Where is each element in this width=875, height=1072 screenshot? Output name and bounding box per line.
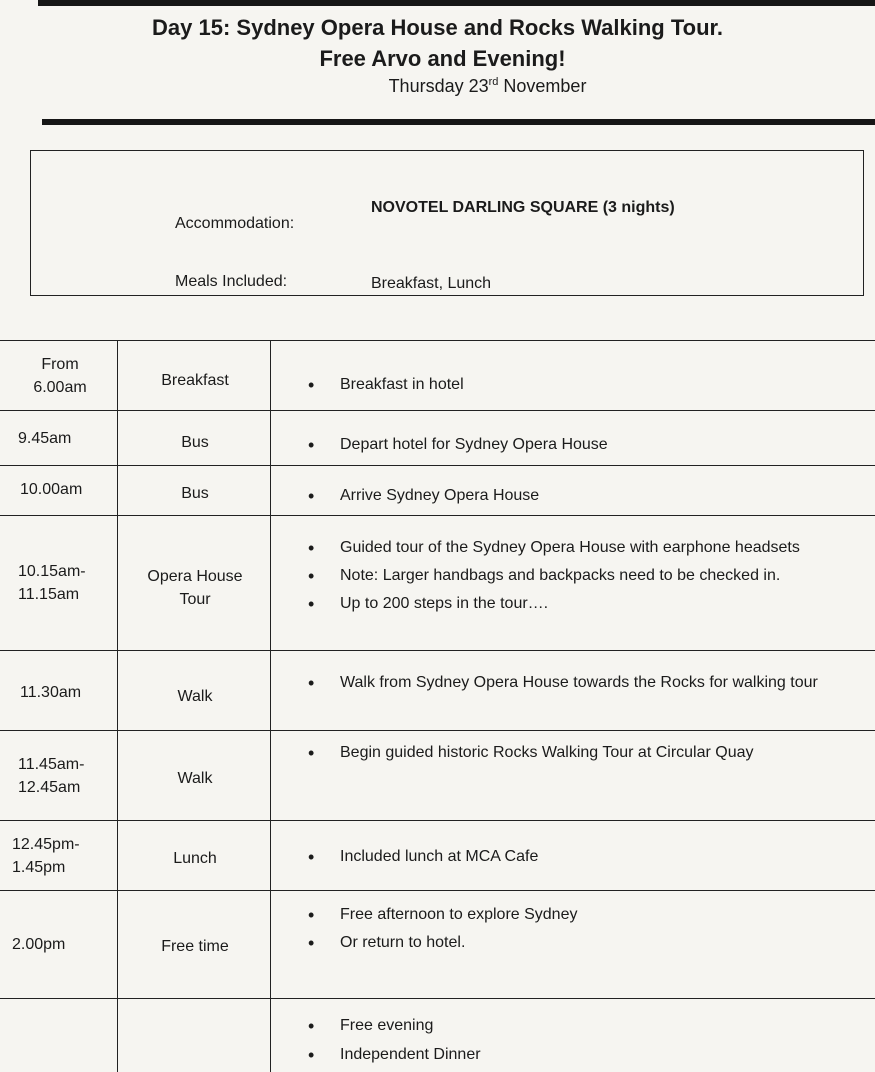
row-activity-line-1: Free time — [161, 938, 229, 955]
row-time: 11.45am- 12.45am — [18, 753, 118, 799]
column-divider-activity — [270, 341, 271, 1072]
row-time-line-1: 12.45pm- — [12, 836, 80, 853]
table-row: From 6.00am Breakfast Breakfast in hotel — [0, 341, 875, 411]
list-item: Guided tour of the Sydney Opera House wi… — [300, 534, 810, 562]
column-divider-time — [117, 341, 118, 1072]
row-time-line-1: From — [41, 356, 79, 373]
row-notes: Free afternoon to explore Sydney Or retu… — [300, 901, 875, 957]
list-item: Note: Larger handbags and backpacks need… — [300, 562, 860, 590]
day-date: Thursday 23rd November — [0, 76, 875, 97]
row-time: From 6.00am — [14, 353, 106, 399]
row-notes: Breakfast in hotel — [300, 371, 875, 399]
list-item: Walk from Sydney Opera House towards the… — [300, 669, 820, 697]
title-line-2: Free Arvo and Evening! — [319, 46, 566, 71]
table-row: 2.00pm Free time Free afternoon to explo… — [0, 891, 875, 999]
meals-label: Meals Included: — [175, 273, 288, 290]
row-notes: Arrive Sydney Opera House — [300, 482, 875, 510]
table-row: 9.45am Bus Depart hotel for Sydney Opera… — [0, 411, 875, 466]
row-notes: Free evening Independent Dinner — [300, 1009, 875, 1067]
top-rule — [38, 0, 875, 6]
meals-value: Breakfast, Lunch — [371, 275, 492, 292]
list-item: Free afternoon to explore Sydney — [300, 901, 875, 929]
table-row: 11.30am Walk Walk from Sydney Opera Hous… — [0, 651, 875, 731]
row-time: 10.15am- 11.15am — [18, 560, 118, 606]
row-time-line-1: 11.45am- — [18, 756, 85, 773]
row-activity: Free time — [120, 935, 270, 958]
list-item: Arrive Sydney Opera House — [300, 482, 875, 510]
list-item: Begin guided historic Rocks Walking Tour… — [300, 739, 875, 767]
list-item: Or return to hotel. — [300, 929, 875, 957]
row-time-line-1: 9.45am — [18, 430, 72, 447]
row-time-line-1: 10.15am- — [18, 563, 86, 580]
row-activity-line-1: Walk — [177, 688, 213, 705]
table-row: 11.45am- 12.45am Walk Begin guided histo… — [0, 731, 875, 821]
row-time: 2.00pm — [12, 933, 112, 956]
row-activity-line-1: Opera House — [147, 568, 243, 585]
list-item: Independent Dinner — [300, 1043, 875, 1067]
table-row: Free evening Independent Dinner — [0, 999, 875, 1072]
date-prefix: Thursday 23 — [388, 76, 489, 96]
row-activity-line-1: Bus — [181, 434, 209, 451]
row-time-line-2: 12.45am — [18, 779, 81, 796]
row-notes: Guided tour of the Sydney Opera House wi… — [300, 534, 860, 618]
row-activity-line-1: Walk — [177, 770, 213, 787]
row-time-line-2: 6.00am — [33, 379, 87, 396]
row-time: 9.45am — [18, 427, 118, 450]
row-time: 11.30am — [20, 681, 120, 704]
title-line-1: Day 15: Sydney Opera House and Rocks Wal… — [152, 15, 723, 40]
row-notes: Depart hotel for Sydney Opera House — [300, 431, 875, 459]
list-item: Up to 200 steps in the tour…. — [300, 590, 860, 618]
accommodation-value: NOVOTEL DARLING SQUARE (3 nights) — [371, 199, 675, 216]
row-activity: Bus — [120, 482, 270, 505]
row-time: 10.00am — [20, 478, 120, 501]
row-activity: Breakfast — [120, 369, 270, 392]
table-row: 10.15am- 11.15am Opera House Tour Guided… — [0, 516, 875, 651]
row-time-line-1: 10.00am — [20, 481, 83, 498]
schedule-table: From 6.00am Breakfast Breakfast in hotel… — [0, 340, 875, 1072]
row-activity-line-1: Breakfast — [161, 372, 229, 389]
row-activity-line-2: Tour — [179, 591, 211, 608]
list-item: Breakfast in hotel — [300, 371, 875, 399]
row-activity: Walk — [120, 685, 270, 708]
row-time-line-2: 1.45pm — [12, 859, 66, 876]
row-time-line-1: 11.30am — [20, 684, 82, 701]
row-activity: Walk — [120, 767, 270, 790]
list-item: Depart hotel for Sydney Opera House — [300, 431, 875, 459]
row-time-line-2: 11.15am — [18, 586, 80, 603]
date-ordinal-suffix: rd — [488, 76, 499, 88]
list-item: Free evening — [300, 1009, 875, 1043]
row-notes: Begin guided historic Rocks Walking Tour… — [300, 739, 875, 767]
row-activity: Bus — [120, 431, 270, 454]
row-time-line-1: 2.00pm — [12, 936, 66, 953]
accommodation-box: Accommodation: NOVOTEL DARLING SQUARE (3… — [30, 150, 864, 296]
page-title: Day 15: Sydney Opera House and Rocks Wal… — [0, 12, 875, 74]
row-notes: Included lunch at MCA Cafe — [300, 843, 875, 871]
row-activity: Lunch — [120, 847, 270, 870]
table-row: 10.00am Bus Arrive Sydney Opera House — [0, 466, 875, 516]
header-bottom-rule — [42, 119, 875, 125]
list-item: Included lunch at MCA Cafe — [300, 843, 875, 871]
date-month: November — [498, 76, 587, 96]
table-row: 12.45pm- 1.45pm Lunch Included lunch at … — [0, 821, 875, 891]
row-activity: Opera House Tour — [120, 565, 270, 611]
row-activity-line-1: Bus — [181, 485, 209, 502]
row-notes: Walk from Sydney Opera House towards the… — [300, 669, 820, 697]
row-activity-line-1: Lunch — [173, 850, 217, 867]
accommodation-label: Accommodation: — [175, 215, 295, 232]
row-time: 12.45pm- 1.45pm — [12, 833, 112, 879]
